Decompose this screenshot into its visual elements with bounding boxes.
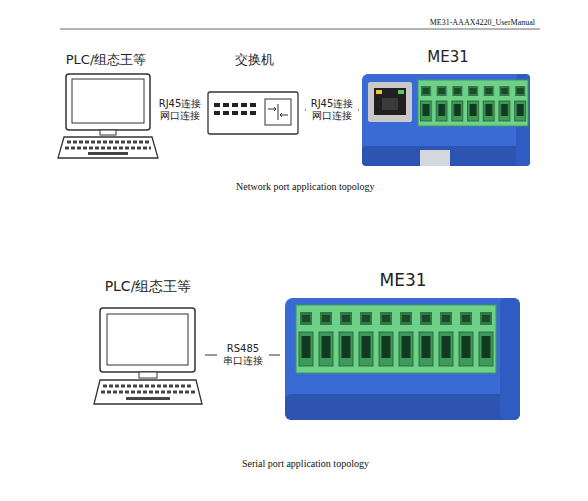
device-node: ME31 — [280, 270, 526, 422]
connection-label: RJ45连接 网口连接 — [154, 98, 206, 122]
computer-icon — [58, 74, 158, 158]
header-rule — [60, 29, 540, 30]
node-heading: 交换机 — [203, 52, 305, 68]
computer-icon — [94, 308, 202, 404]
connection-label: RJ45连接 网口连接 — [306, 98, 358, 122]
figure-caption: Serial port application topology — [242, 458, 369, 469]
connection-label: RS485 串口连接 — [217, 343, 269, 367]
switch-icon — [208, 92, 298, 134]
device-node: PLC/组态王等 — [91, 278, 205, 406]
node-heading: ME31 — [280, 270, 526, 291]
device-node: PLC/组态王等 — [55, 52, 157, 160]
figure-caption: Network port application topology — [236, 181, 375, 192]
header-text: ME31-AAAX4220_UserManual — [430, 18, 535, 27]
device-node: ME31 — [359, 48, 537, 168]
device-node: 交换机 — [203, 52, 305, 138]
node-heading: PLC/组态王等 — [55, 52, 157, 68]
node-heading: ME31 — [359, 48, 537, 67]
device-serial — [285, 298, 520, 420]
device-ethernet — [362, 74, 530, 166]
node-heading: PLC/组态王等 — [91, 278, 205, 296]
